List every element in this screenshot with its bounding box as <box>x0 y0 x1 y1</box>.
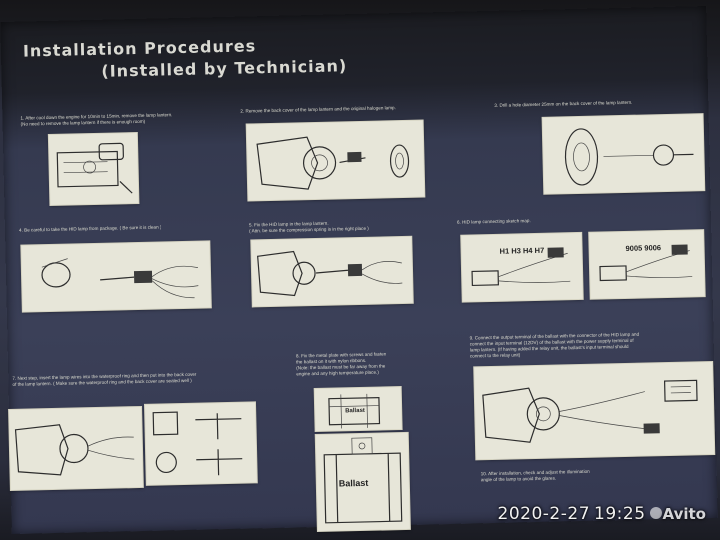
watermark-date: 2020-2-27 <box>497 504 591 524</box>
heading-title: Installation Procedures <box>22 36 257 61</box>
avito-mark-icon <box>649 507 662 519</box>
step-6-text: 6. HID lamp connecting sketch map. <box>456 218 531 225</box>
step-7a-illustration <box>9 406 143 490</box>
instruction-panel: Installation Procedures (Installed by Te… <box>0 6 718 534</box>
step-4-illustration <box>21 241 211 312</box>
step-1-illustration <box>48 133 139 205</box>
avito-logo: Avito <box>649 505 706 523</box>
step-3-illustration <box>542 114 705 194</box>
step-9-text: 9. Connect the output terminal of the ba… <box>469 331 640 359</box>
bulb-types-label-a: H1 H3 H4 H7 <box>499 245 545 256</box>
step-4-text: 4. Be careful to take the HID lamp from … <box>18 224 162 233</box>
heading-subtitle: (Installed by Technician) <box>101 56 348 81</box>
ballast-large-label: Ballast <box>338 477 369 489</box>
step-10-text: 10. After installation, check and adjust… <box>480 468 590 483</box>
step-8-text: 8. Fix the metal plate with screws and f… <box>295 351 387 377</box>
step-2-illustration <box>246 120 425 201</box>
step-5-text: 5. Fix the HID lamp in the lamp lantern.… <box>248 220 369 234</box>
step-3-text: 3. Drill a hole diameter 25mm on the bac… <box>494 99 633 108</box>
ballast-small-label: Ballast <box>345 407 365 415</box>
step-8a-illustration: Ballast <box>314 387 402 432</box>
step-8b-illustration: Ballast <box>315 432 410 531</box>
step-5-illustration <box>251 236 413 307</box>
watermark-time: 19:25 <box>594 504 646 524</box>
step-2-text: 2. Remove the back cover of the lamp lan… <box>240 105 396 114</box>
bulb-types-label-b: 9005 9006 <box>625 243 662 253</box>
step-7b-illustration <box>145 402 257 485</box>
step-1-text: 1. After cool down the engine for 10min … <box>20 112 173 127</box>
step-7-text: 7. Next step, insert the lamp wires into… <box>12 371 197 387</box>
step-6a-illustration: H1 H3 H4 H7 <box>461 232 583 302</box>
step-9-illustration <box>474 362 715 460</box>
step-6b-illustration: 9005 9006 <box>589 230 705 299</box>
photo-watermark: 2020-2-27 19:25 Avito <box>498 504 706 524</box>
